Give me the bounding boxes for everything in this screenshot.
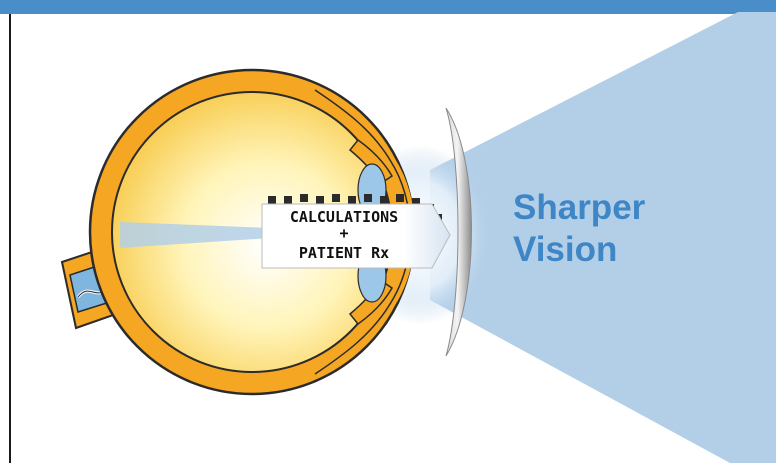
header-bar: [0, 0, 776, 14]
tagline-line-2: Vision: [513, 230, 617, 269]
left-border-line: [9, 14, 11, 463]
calculation-arrow: [261, 203, 451, 269]
arrow-plus: +: [339, 224, 348, 242]
contact-lens: [445, 107, 472, 357]
light-beam: [430, 12, 776, 463]
arrow-line-2: PATIENT Rx: [299, 244, 389, 262]
arrow-line-1: CALCULATIONS: [290, 208, 398, 226]
tagline-line-1: Sharper: [513, 188, 646, 227]
focus-ray: [120, 222, 270, 248]
